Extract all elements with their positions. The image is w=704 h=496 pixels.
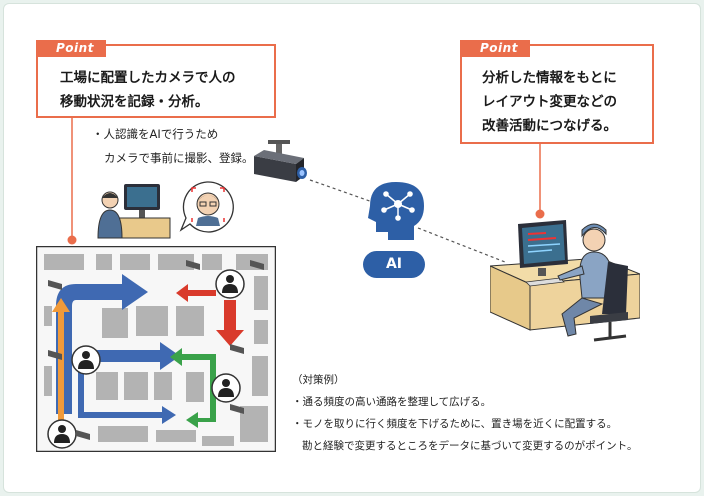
storage-shelf — [154, 372, 172, 400]
point-text-right-line1: 分析した情報をもとに — [482, 70, 617, 86]
storage-shelf — [252, 356, 268, 396]
countermeasure-item-3: 勘と経験で変更するところをデータに基づいて変更するのがポイント。 — [302, 440, 638, 452]
storage-shelf — [176, 306, 204, 336]
point-text-left-line1: 工場に配置したカメラで人の — [60, 70, 236, 86]
face-recognition-icon — [179, 181, 234, 233]
storage-shelf — [96, 254, 112, 270]
storage-shelf — [96, 372, 118, 400]
storage-shelf — [186, 372, 204, 402]
flow-arrow-blue-bottom — [78, 372, 176, 424]
storage-shelf — [98, 426, 148, 442]
storage-shelf — [44, 254, 84, 270]
point-box-right — [460, 44, 654, 144]
point-text-right-line3: 改善活動につなげる。 — [482, 118, 617, 134]
storage-shelf — [136, 306, 168, 336]
point-text-right-line2: レイアウト変更などの — [482, 94, 617, 110]
countermeasures-heading: （対策例） — [292, 374, 345, 386]
ai-label: AI — [363, 251, 425, 278]
storage-shelf — [158, 254, 194, 270]
flow-arrow-green-path — [170, 348, 216, 428]
storage-shelf — [240, 406, 268, 442]
storage-shelf — [202, 436, 234, 446]
camera-note-line1: ・人認識をAIで行うため — [92, 127, 219, 141]
storage-shelf — [44, 306, 52, 326]
storage-shelf — [156, 430, 196, 442]
factory-floor-plan — [36, 246, 276, 452]
floor-camera-icons — [48, 260, 264, 440]
security-camera-icon — [254, 140, 307, 182]
storage-shelf — [254, 276, 268, 310]
countermeasure-item-1: ・通る頻度の高い通路を整理して広げる。 — [292, 396, 492, 408]
point-text-left-line2: 移動状況を記録・分析。 — [60, 94, 209, 110]
flow-arrow-orange — [52, 298, 70, 442]
analyst-workstation — [490, 220, 640, 342]
storage-shelf — [120, 254, 150, 270]
flow-arrow-red-down — [216, 300, 244, 346]
flow-arrow-blue-mid — [84, 342, 180, 370]
storage-shelf — [202, 254, 222, 270]
storage-shelf — [102, 308, 128, 338]
flow-arrow-blue-main — [56, 274, 148, 330]
storage-shelf — [44, 366, 52, 396]
operator-at-monitor-small — [97, 184, 171, 239]
countermeasure-item-2: ・モノを取りに行く頻度を下げるために、置き場を近くに配置する。 — [292, 418, 618, 430]
storage-shelf — [124, 372, 148, 400]
flow-arrow-red-left — [176, 284, 216, 302]
point-tag-right: Point — [460, 40, 530, 57]
camera-note-line2: カメラで事前に撮影、登録。 — [104, 151, 254, 165]
point-tag-left: Point — [36, 40, 106, 57]
ai-brain-icon — [368, 182, 424, 240]
storage-shelf — [254, 320, 268, 344]
